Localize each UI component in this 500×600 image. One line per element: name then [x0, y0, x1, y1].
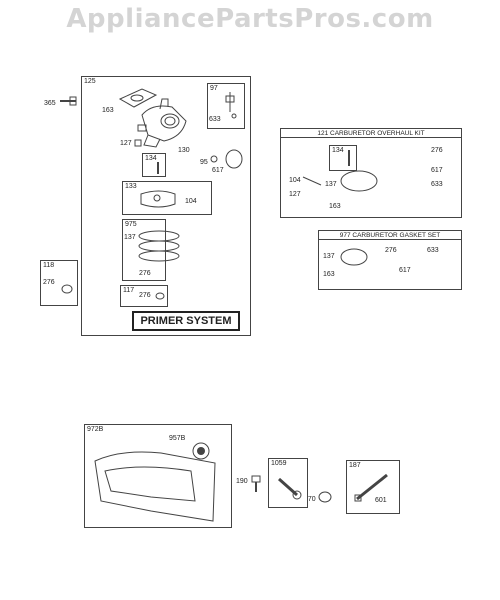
- panel-977-gasket-set[interactable]: 977 CARBURETOR GASKET SET 137 163 276 61…: [318, 230, 462, 290]
- sub-box-117-tag: 117: [123, 287, 135, 294]
- part-label-190: 190: [236, 478, 248, 485]
- sub-box-134-tag: 134: [145, 155, 157, 162]
- panel-118-tag: 118: [43, 262, 55, 269]
- sub-box-975-tag: 975: [125, 221, 137, 228]
- sub-box-133[interactable]: 133 104: [122, 181, 212, 215]
- part-365-drawing: [60, 96, 77, 106]
- panel-972b[interactable]: 972B 957B: [84, 424, 232, 528]
- kit977-part-633: 633: [427, 247, 439, 254]
- kit977-part-617: 617: [399, 267, 411, 274]
- sub-box-97[interactable]: 97 633: [207, 83, 245, 129]
- kit121-part-137: 137: [325, 181, 337, 188]
- kit977-part-276: 276: [385, 247, 397, 254]
- sub-box-117[interactable]: 117 276: [120, 285, 168, 307]
- part-label-130: 130: [178, 147, 190, 154]
- part-label-276-b: 276: [139, 292, 151, 299]
- panel-121-title: 121 CARBURETOR OVERHAUL KIT: [281, 130, 461, 138]
- kit121-part-104: 104: [289, 177, 301, 184]
- sub-box-133-tag: 133: [125, 183, 137, 190]
- primer-system-label: PRIMER SYSTEM: [132, 311, 240, 331]
- part-label-104: 104: [185, 198, 197, 205]
- part-label-617: 617: [212, 167, 224, 174]
- kit121-part-127: 127: [289, 191, 301, 198]
- panel-121-inner-tag: 134: [332, 147, 344, 154]
- panel-121-needle-drawing: [348, 150, 350, 166]
- sub-box-134[interactable]: 134: [142, 153, 166, 177]
- panel-187-tag: 187: [349, 462, 361, 469]
- watermark-text: AppliancePartsPros.com: [66, 4, 434, 34]
- kit121-part-163: 163: [329, 203, 341, 210]
- panel-1059-tag: 1059: [271, 460, 287, 467]
- panel-121-inner-box-134[interactable]: 134: [329, 145, 357, 171]
- part-97-drawing: [225, 92, 237, 119]
- part-label-276: 276: [139, 270, 151, 277]
- part-670-drawing: [318, 491, 332, 503]
- part-label-163: 163: [102, 107, 114, 114]
- gasket-rings-drawing: [138, 230, 180, 262]
- panel-121-overhaul-kit[interactable]: 121 CARBURETOR OVERHAUL KIT 134 104 127 …: [280, 128, 462, 218]
- part-127-drawing: [134, 139, 142, 147]
- part-label-957b: 957B: [169, 435, 186, 442]
- panel-118[interactable]: 118 276: [40, 260, 78, 306]
- kit121-part-633: 633: [431, 181, 443, 188]
- fuel-tank-drawing: [94, 442, 216, 522]
- part-label-127: 127: [120, 140, 132, 147]
- part-label-633: 633: [209, 116, 221, 123]
- panel-1059[interactable]: 1059: [268, 458, 308, 508]
- kit977-part-137: 137: [323, 253, 335, 260]
- part-190-drawing: [251, 475, 261, 492]
- part-1059-drawing: [278, 477, 302, 500]
- sub-box-97-tag: 97: [210, 85, 218, 92]
- part-label-365: 365: [44, 100, 56, 107]
- kit121-part-617: 617: [431, 167, 443, 174]
- panel-972b-tag: 972B: [87, 426, 104, 433]
- kit121-ring-drawing: [340, 170, 378, 192]
- fuel-line-drawing: [354, 473, 388, 502]
- kit977-ring-drawing: [340, 248, 368, 266]
- carburetor-drawing: [118, 88, 187, 148]
- sub-box-975[interactable]: 975 137 276: [122, 219, 180, 281]
- part-label-601: 601: [375, 497, 387, 504]
- panel-977-title: 977 CARBURETOR GASKET SET: [319, 232, 461, 240]
- part-617-drawing: [225, 149, 243, 169]
- part-label-95: 95: [200, 159, 208, 166]
- kit121-part-276: 276: [431, 147, 443, 154]
- float-drawing: [140, 190, 176, 208]
- part-label-137: 137: [124, 234, 136, 241]
- panel-125-tag: 125: [84, 78, 96, 85]
- part-276-drawing: [155, 292, 165, 300]
- part-95-drawing: [210, 155, 218, 163]
- part-label-670: 670: [304, 496, 316, 503]
- part-134-drawing: [157, 162, 159, 174]
- kit977-part-163: 163: [323, 271, 335, 278]
- panel-125[interactable]: 125 163 127 130 95 617 97 633 134: [81, 76, 251, 336]
- part-276-118-drawing: [61, 284, 73, 294]
- panel-187[interactable]: 187 601: [346, 460, 400, 514]
- kit121-rod-drawing: [302, 176, 322, 186]
- part-label-276-118: 276: [43, 279, 55, 286]
